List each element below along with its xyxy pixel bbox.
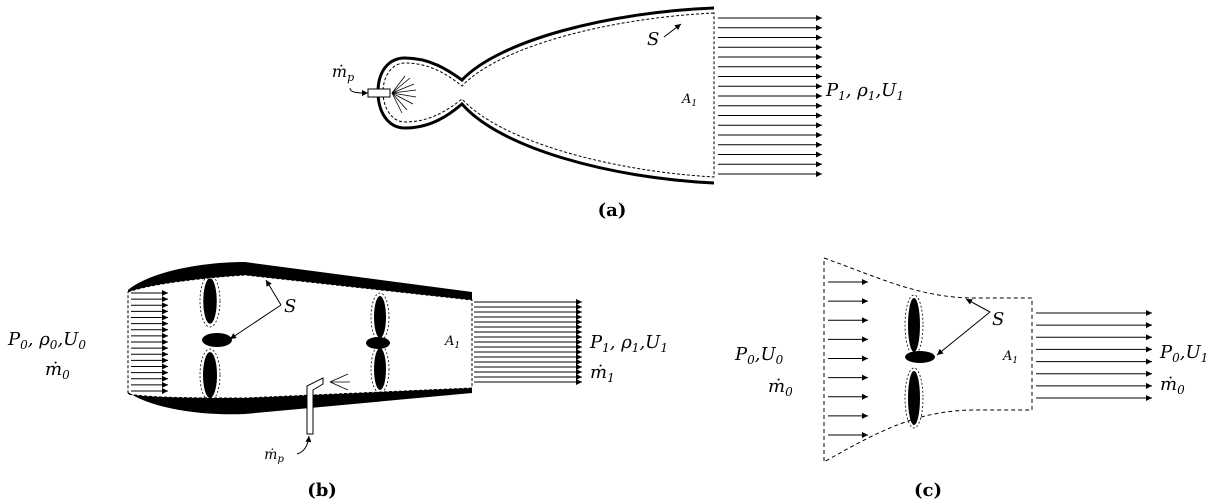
injector — [367, 88, 391, 98]
exit-mdot-b: ṁ1 — [590, 362, 615, 385]
inlet-mdot-c: ṁ0 — [768, 376, 793, 399]
a1-label-a: A1 — [681, 92, 697, 109]
s-arrow-b1 — [265, 279, 282, 306]
caption-c: (c) — [914, 480, 942, 501]
s-label-b: S — [284, 296, 296, 317]
s-arrow-a — [663, 23, 682, 38]
spray — [391, 75, 417, 114]
panel-a: ṁp S A1 P1, ρ1,U1 (a) — [332, 6, 904, 221]
s-label-a: S — [647, 29, 659, 50]
inlet-state-b: P0, ρ0,U0 — [7, 329, 86, 352]
exhaust-arrows-a — [718, 15, 822, 177]
s-arrow-c1 — [965, 298, 991, 313]
inlet-arrows-b — [131, 290, 168, 394]
exhaust-arrows-c — [1036, 310, 1152, 401]
fan-front — [199, 274, 232, 402]
control-surface-a — [382, 12, 715, 178]
caption-b: (b) — [307, 480, 337, 501]
fan-rear — [366, 292, 390, 394]
control-surface-b — [127, 274, 473, 399]
exit-state-a: P1, ρ1,U1 — [825, 80, 904, 103]
nacelle-lower — [128, 388, 472, 415]
exhaust-arrows-b — [474, 299, 582, 385]
propeller-c — [904, 294, 935, 429]
mp-arrow-b — [296, 435, 312, 455]
control-surface-c — [823, 257, 1033, 463]
inlet-arrows-c — [828, 279, 868, 438]
caption-a: (a) — [598, 200, 627, 221]
spray-b — [329, 373, 350, 391]
fuel-injector-b — [306, 377, 324, 435]
mp-label-b: ṁp — [264, 447, 284, 465]
panel-b: ṁp S A1 P0, ρ0,U0 ṁ0 P1, ρ1,U1 ṁ1 (b) — [7, 262, 668, 501]
s-arrow-b2 — [229, 304, 282, 340]
mp-arrow-a — [349, 87, 369, 96]
panel-c: S A1 P0,U0 ṁ0 P0,U1 ṁ0 (c) — [734, 257, 1208, 501]
exit-state-c: P0,U1 — [1159, 342, 1208, 365]
exit-state-b: P1, ρ1,U1 — [589, 332, 668, 355]
a1-label-c: A1 — [1002, 349, 1018, 366]
exit-mdot-c: ṁ0 — [1160, 374, 1185, 397]
a1-label-b: A1 — [444, 334, 460, 351]
nozzle-wall — [376, 6, 715, 185]
s-label-c: S — [992, 309, 1004, 330]
s-arrow-c2 — [936, 311, 991, 356]
mp-label-a: ṁp — [332, 62, 354, 84]
inlet-state-c: P0,U0 — [734, 344, 784, 367]
inlet-mdot-b: ṁ0 — [45, 359, 70, 382]
